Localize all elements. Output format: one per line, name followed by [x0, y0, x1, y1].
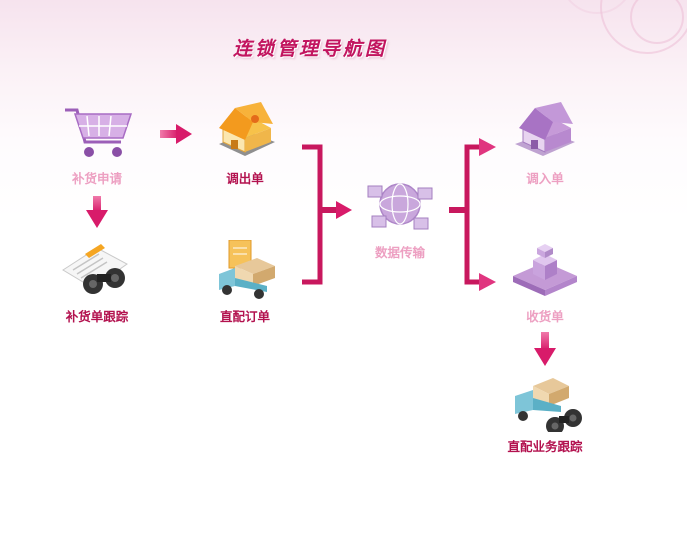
node-data-transfer[interactable]: 数据传输: [345, 176, 455, 261]
arrow-right: [160, 124, 192, 144]
shopping-cart-icon: [65, 108, 133, 157]
node-replenish-track[interactable]: 补货单跟踪: [42, 240, 152, 325]
node-transfer-out[interactable]: 调出单: [190, 102, 300, 187]
delivery-truck-icon: [219, 240, 275, 299]
node-label: 收货单: [526, 309, 564, 324]
node-receipt[interactable]: 收货单: [490, 240, 600, 325]
bracket-left: [302, 144, 352, 285]
page-title: 连锁管理导航图: [233, 38, 388, 60]
decorative-circle: [630, 0, 684, 44]
warehouse-boxes-icon: [513, 244, 577, 296]
node-direct-order[interactable]: 直配订单: [190, 240, 300, 325]
node-label: 数据传输: [374, 245, 425, 260]
node-label: 调出单: [226, 171, 264, 186]
node-transfer-in[interactable]: 调入单: [490, 102, 600, 187]
node-label: 直配订单: [219, 309, 270, 324]
binoculars-document-icon: [62, 244, 128, 294]
truck-binoculars-icon: [515, 378, 582, 432]
node-replenish-apply[interactable]: 补货申请: [42, 102, 152, 187]
house-icon: [219, 102, 275, 156]
node-label: 补货单跟踪: [65, 309, 129, 324]
arrow-down: [86, 196, 108, 228]
arrow-down: [534, 332, 556, 366]
node-direct-track[interactable]: 直配业务跟踪: [490, 370, 600, 455]
house-icon: [515, 102, 575, 156]
node-label: 补货申请: [71, 171, 122, 186]
node-label: 调入单: [526, 171, 564, 186]
network-globe-icon: [367, 183, 433, 230]
bracket-right: [449, 138, 496, 291]
node-label: 直配业务跟踪: [507, 439, 583, 454]
